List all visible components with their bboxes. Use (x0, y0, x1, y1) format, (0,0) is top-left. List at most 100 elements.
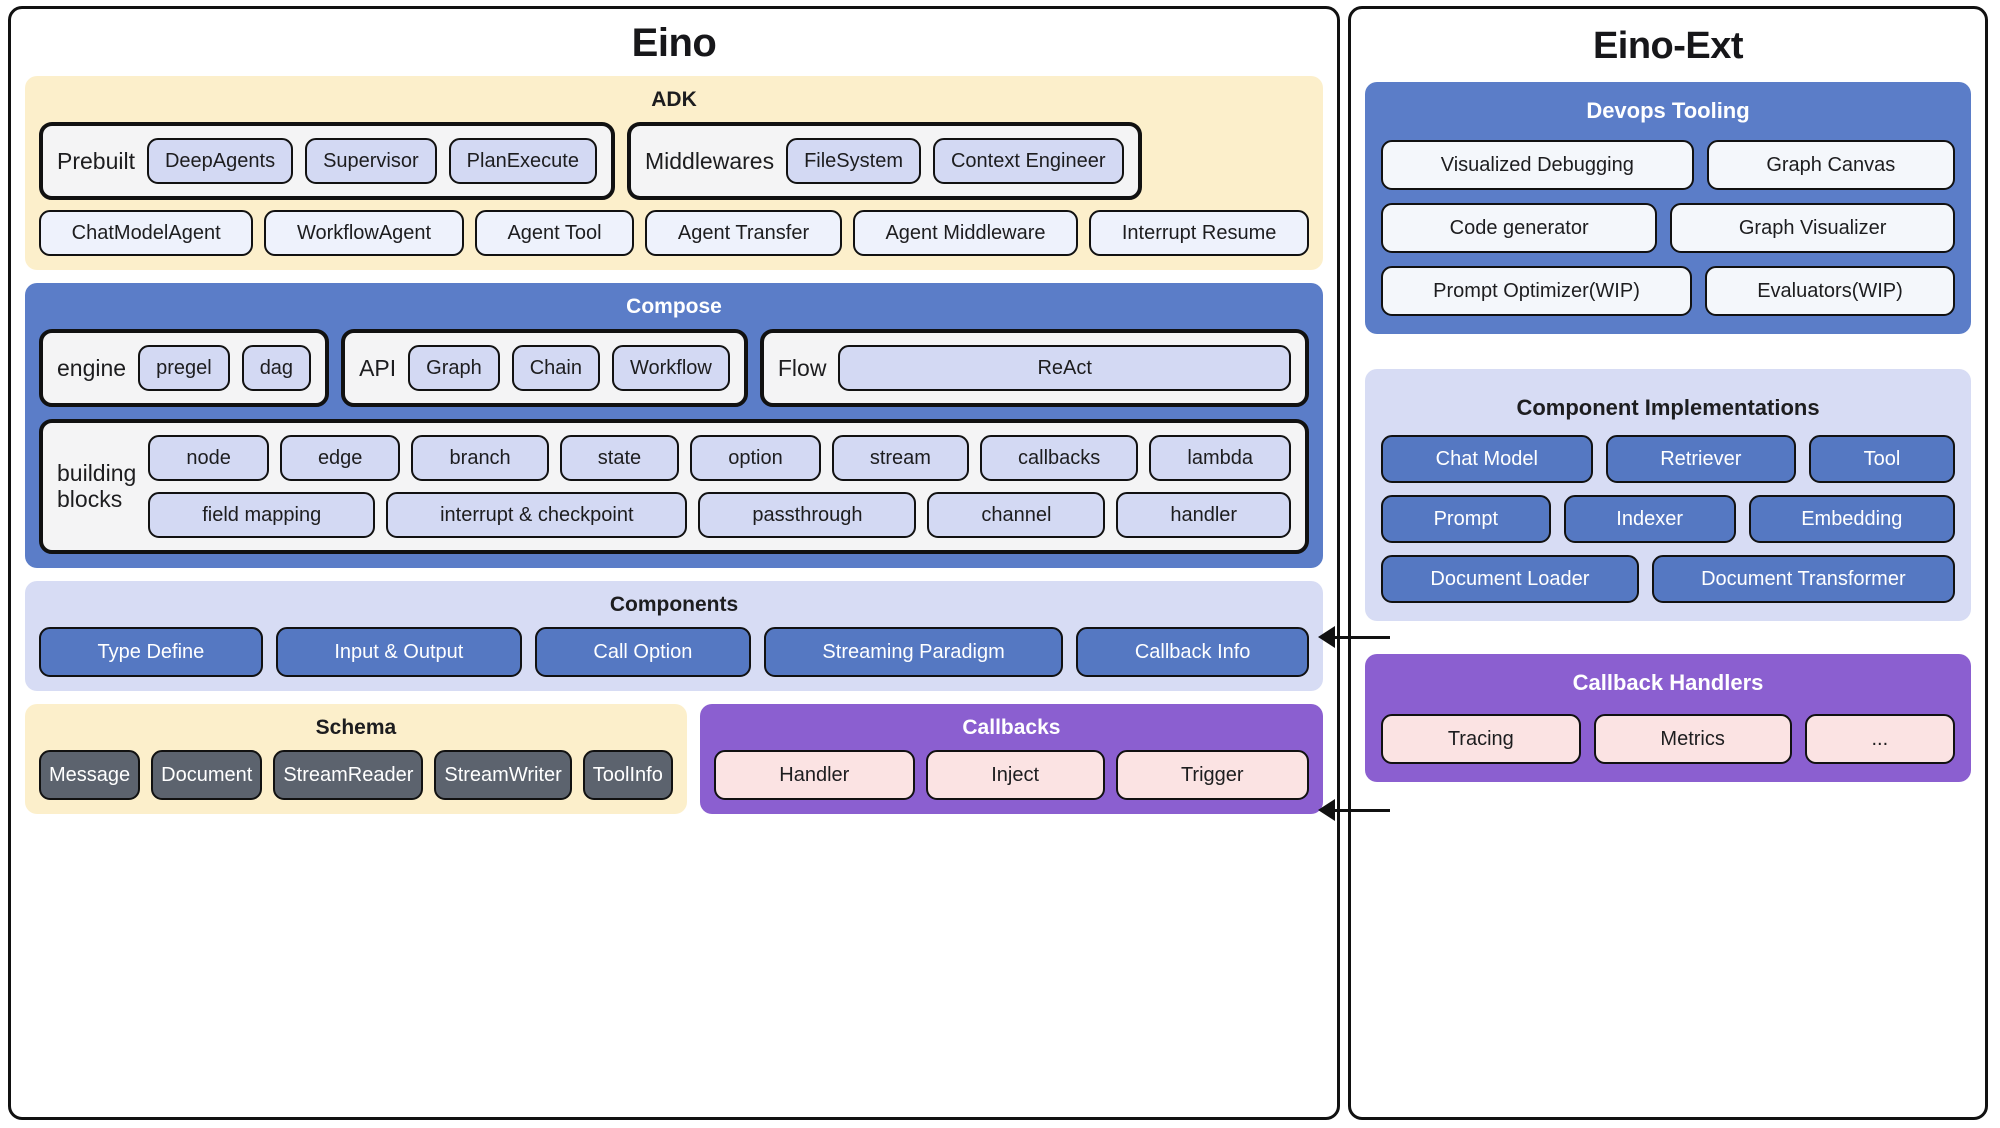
chip-graph-canvas[interactable]: Graph Canvas (1706, 140, 1956, 190)
callback-handlers-section: Callback Handlers Tracing Metrics ... (1365, 654, 1971, 782)
schema-title: Schema (315, 716, 397, 739)
compose-top-row: engine pregel dag API Graph Chain Workfl… (39, 329, 1309, 407)
chip-agent-tool[interactable]: Agent Tool (474, 210, 635, 256)
compose-title: Compose (626, 295, 722, 318)
schema-callbacks-band: Schema Message Document StreamReader Str… (25, 704, 1323, 814)
chip-react[interactable]: ReAct (838, 345, 1291, 391)
prebuilt-group: Prebuilt DeepAgents Supervisor PlanExecu… (39, 122, 615, 200)
components-section: Components Type Define Input & Output Ca… (25, 581, 1323, 691)
engine-group: engine pregel dag (39, 329, 330, 407)
chip-interrupt-checkpoint[interactable]: interrupt & checkpoint (386, 492, 688, 538)
chip-callbacks[interactable]: callbacks (980, 435, 1139, 481)
chip-tool[interactable]: Tool (1809, 435, 1956, 483)
chip-visualized-debugging[interactable]: Visualized Debugging (1381, 140, 1694, 190)
building-blocks-label: building blocks (57, 460, 136, 513)
chip-stream[interactable]: stream (831, 435, 969, 481)
callbacks-section: Callbacks Handler Inject Trigger (699, 704, 1323, 814)
building-blocks-wrap: building blocks node edge branch state o… (39, 419, 1309, 554)
building-blocks-rows: node edge branch state option stream cal… (148, 435, 1292, 538)
chip-chain[interactable]: Chain (511, 345, 600, 391)
chip-prompt[interactable]: Prompt (1381, 495, 1551, 543)
chip-branch[interactable]: branch (411, 435, 549, 481)
chip-type-define[interactable]: Type Define (39, 627, 263, 677)
chip-graph-visualizer[interactable]: Graph Visualizer (1670, 203, 1955, 253)
chip-workflowagent[interactable]: WorkflowAgent (264, 210, 464, 256)
chip-evaluators[interactable]: Evaluators(WIP) (1705, 266, 1955, 316)
chip-message[interactable]: Message (39, 750, 141, 800)
eino-panel-title: Eino (631, 21, 717, 65)
chip-more[interactable]: ... (1804, 714, 1955, 764)
chip-trigger[interactable]: Trigger (1115, 750, 1309, 800)
middlewares-group: Middlewares FileSystem Context Engineer (626, 122, 1142, 200)
adk-top-row: Prebuilt DeepAgents Supervisor PlanExecu… (39, 122, 1309, 200)
chip-document-loader[interactable]: Document Loader (1381, 555, 1639, 603)
adk-title: ADK (651, 88, 697, 111)
chip-toolinfo[interactable]: ToolInfo (582, 750, 673, 800)
chip-chatmodelagent[interactable]: ChatModelAgent (39, 210, 254, 256)
chip-option[interactable]: option (690, 435, 821, 481)
chip-handler[interactable]: handler (1116, 492, 1292, 538)
devops-row-3: Prompt Optimizer(WIP) Evaluators(WIP) (1381, 266, 1955, 316)
adk-features-row: ChatModelAgent WorkflowAgent Agent Tool … (39, 210, 1310, 256)
chip-context-engineer[interactable]: Context Engineer (932, 138, 1124, 184)
callback-handlers-row: Tracing Metrics ... (1381, 714, 1955, 764)
prebuilt-label: Prebuilt (57, 147, 135, 174)
middlewares-label: Middlewares (644, 147, 775, 174)
chip-edge[interactable]: edge (279, 435, 401, 481)
chip-streamreader[interactable]: StreamReader (273, 750, 424, 800)
chip-node[interactable]: node (148, 435, 269, 481)
devops-tooling-title: Devops Tooling (1586, 98, 1750, 123)
chip-dag[interactable]: dag (241, 345, 312, 391)
chip-tracing[interactable]: Tracing (1381, 714, 1581, 764)
ci-row-2: Prompt Indexer Embedding (1381, 495, 1955, 543)
eino-ext-panel-title: Eino-Ext (1592, 25, 1744, 67)
chip-graph[interactable]: Graph (408, 345, 500, 391)
chip-callback-info[interactable]: Callback Info (1076, 627, 1309, 677)
chip-embedding[interactable]: Embedding (1748, 495, 1955, 543)
chip-interrupt-resume[interactable]: Interrupt Resume (1089, 210, 1310, 256)
chip-handler-cb[interactable]: Handler (713, 750, 915, 800)
chip-lambda[interactable]: lambda (1149, 435, 1292, 481)
api-group: API Graph Chain Workflow (341, 329, 748, 407)
engine-label: engine (57, 354, 127, 381)
building-blocks-group: building blocks node edge branch state o… (39, 419, 1309, 554)
chip-indexer[interactable]: Indexer (1563, 495, 1736, 543)
chip-call-option[interactable]: Call Option (534, 627, 751, 677)
schema-section: Schema Message Document StreamReader Str… (25, 704, 687, 814)
chip-state[interactable]: state (559, 435, 680, 481)
adk-section: ADK Prebuilt DeepAgents Supervisor PlanE… (25, 76, 1323, 270)
right-gap-2 (1365, 634, 1971, 654)
chip-agent-middleware[interactable]: Agent Middleware (852, 210, 1079, 256)
chip-chat-model[interactable]: Chat Model (1381, 435, 1593, 483)
chip-document[interactable]: Document (151, 750, 263, 800)
chip-field-mapping[interactable]: field mapping (148, 492, 376, 538)
chip-streaming-paradigm[interactable]: Streaming Paradigm (763, 627, 1064, 677)
chip-passthrough[interactable]: passthrough (698, 492, 917, 538)
chip-prompt-optimizer[interactable]: Prompt Optimizer(WIP) (1381, 266, 1693, 316)
chip-agent-transfer[interactable]: Agent Transfer (645, 210, 842, 256)
components-title: Components (609, 593, 739, 616)
chip-planexecute[interactable]: PlanExecute (448, 138, 597, 184)
component-implementations-section: Component Implementations Chat Model Ret… (1365, 369, 1971, 621)
chip-deepagents[interactable]: DeepAgents (146, 138, 294, 184)
chip-supervisor[interactable]: Supervisor (305, 138, 437, 184)
chip-inject[interactable]: Inject (925, 750, 1105, 800)
building-blocks-row-1: node edge branch state option stream cal… (148, 435, 1292, 481)
chip-streamwriter[interactable]: StreamWriter (434, 750, 572, 800)
compose-section: Compose engine pregel dag API Graph Chai… (25, 283, 1323, 568)
chip-input-output[interactable]: Input & Output (275, 627, 522, 677)
building-blocks-label-line2: blocks (57, 485, 123, 512)
chip-filesystem[interactable]: FileSystem (786, 138, 921, 184)
chip-retriever[interactable]: Retriever (1605, 435, 1797, 483)
devops-row-2: Code generator Graph Visualizer (1381, 203, 1955, 253)
chip-workflow[interactable]: Workflow (612, 345, 730, 391)
ci-row-1: Chat Model Retriever Tool (1381, 435, 1956, 483)
chip-pregel[interactable]: pregel (138, 345, 230, 391)
flow-group: Flow ReAct (759, 329, 1309, 407)
chip-document-transformer[interactable]: Document Transformer (1651, 555, 1955, 603)
chip-channel[interactable]: channel (927, 492, 1106, 538)
chip-metrics[interactable]: Metrics (1593, 714, 1792, 764)
chip-code-generator[interactable]: Code generator (1381, 203, 1658, 253)
schema-row: Message Document StreamReader StreamWrit… (39, 750, 673, 800)
